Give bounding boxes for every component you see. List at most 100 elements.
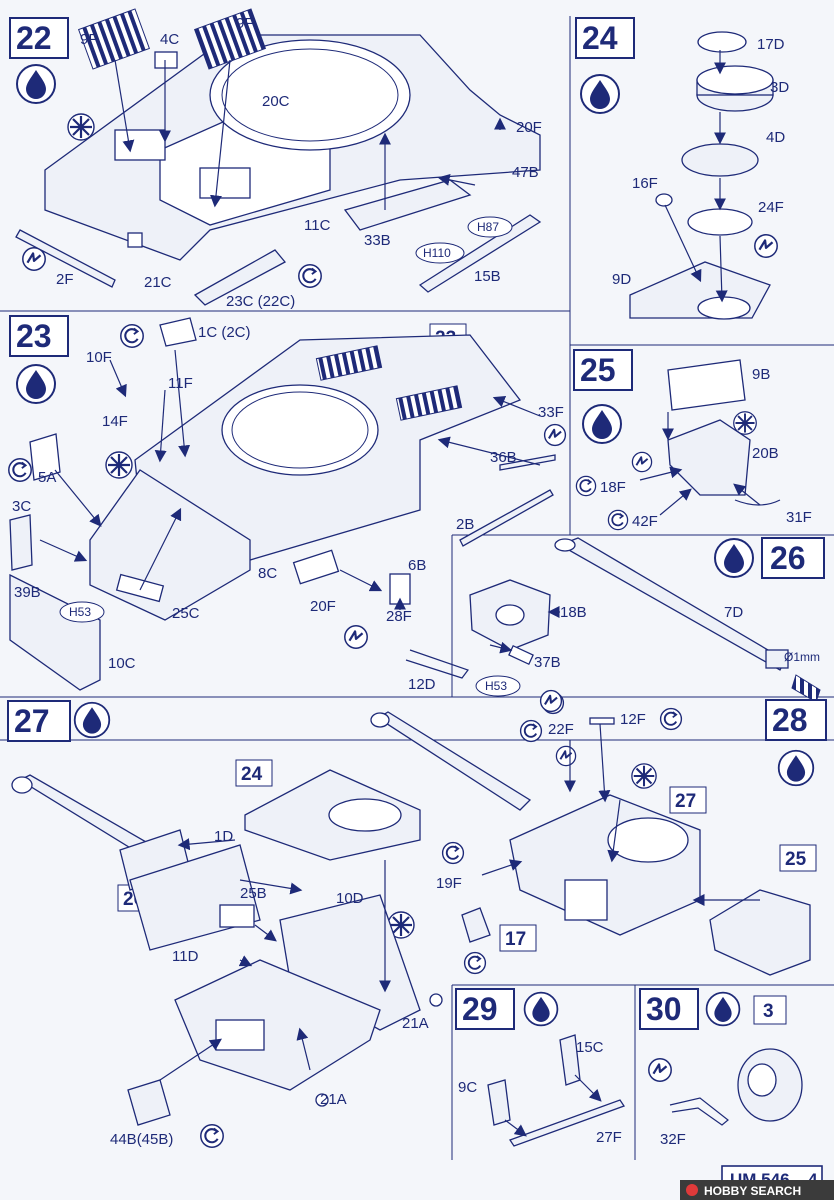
- rotate-arrow-icon: [519, 719, 543, 743]
- ref-step-25-box: [779, 844, 817, 872]
- label-7D: 7D: [724, 604, 743, 621]
- label-15B: 15B: [474, 268, 501, 285]
- part-4C: [154, 51, 178, 69]
- step-22-leaders: [114, 59, 506, 210]
- rotate-arrow-icon: [607, 509, 629, 531]
- ref-step-3: 3: [763, 1001, 774, 1022]
- holepunch-H53-badge: [475, 675, 521, 697]
- cement-drop-icon: [777, 749, 815, 787]
- part-18B-mantlet: [495, 604, 525, 626]
- step-26: 26 7D Ø1mm 18B 37B 12D H53: [405, 537, 825, 715]
- holepunch-H87-badge: [467, 216, 513, 238]
- label-8C: 8C: [258, 565, 277, 582]
- glue-zigzag-icon: [539, 689, 563, 713]
- part-27F: [509, 1099, 625, 1147]
- label-20C: 20C: [262, 93, 290, 110]
- label-11D: 11D: [172, 948, 199, 965]
- ref-step-25: 25: [785, 849, 807, 870]
- rotate-arrow-icon: [659, 707, 683, 731]
- ref-step-17: 17: [505, 929, 526, 950]
- part-9D-hole: [697, 296, 751, 320]
- part-2B: [459, 489, 554, 547]
- asterisk-icon: [104, 450, 134, 480]
- label-42F: 42F: [632, 513, 658, 530]
- glue-zigzag-icon: [543, 423, 567, 447]
- step-22-number: 22: [16, 20, 52, 56]
- part-4D: [681, 143, 759, 177]
- label-32F: 32F: [660, 1131, 686, 1148]
- label-4C: 4C: [160, 31, 179, 48]
- label-H53: H53: [69, 605, 91, 619]
- commander-cupola: [607, 817, 689, 863]
- part-11C: [343, 179, 472, 231]
- ref-step-27-box: [669, 786, 707, 814]
- label-10D: 10D: [336, 890, 364, 907]
- turret-side-hatch: [564, 879, 608, 921]
- step-28: 28 27 25 17 22F 12F 19F: [370, 689, 827, 976]
- step-27: 27 24 26 1D 25B 10: [7, 700, 443, 1149]
- part-25B: [219, 904, 255, 928]
- cement-drop-icon: [73, 701, 111, 739]
- part-15B: [418, 214, 542, 293]
- cement-drop-icon: [16, 64, 56, 104]
- label-28F: 28F: [386, 608, 412, 625]
- glue-zigzag-icon: [753, 233, 779, 259]
- part-32F: [669, 1097, 729, 1126]
- step-23: 23 23: [7, 315, 567, 691]
- step-28-badge: [765, 699, 827, 741]
- label-22F: 22F: [548, 721, 574, 738]
- part-17D: [697, 31, 747, 53]
- asterisk-icon: [66, 112, 96, 142]
- label-15C: 15C: [576, 1039, 604, 1056]
- label-9D: 9D: [612, 271, 631, 288]
- ref-step-3-box: [753, 995, 787, 1025]
- label-drill-size: Ø1mm: [784, 650, 820, 664]
- cement-drop-icon: [16, 364, 56, 404]
- rotate-arrow-icon: [297, 263, 323, 289]
- step-28-number: 28: [772, 702, 808, 738]
- label-25B: 25B: [240, 885, 267, 902]
- rotate-arrow-icon: [441, 841, 465, 865]
- step-24: 24 17D 3D 4D 16F 24F 9D: [575, 17, 789, 320]
- label-6B: 6B: [408, 557, 426, 574]
- watermark-logo-icon: [686, 1184, 698, 1196]
- turret-ring-part: [209, 39, 411, 151]
- step-23-badge: [9, 315, 69, 357]
- watermark-text: HOBBY SEARCH: [704, 1184, 801, 1198]
- glue-zigzag-icon: [343, 624, 369, 650]
- step-29-leaders: [504, 1074, 602, 1137]
- label-H110: H110: [423, 246, 451, 260]
- part-25C: [115, 573, 165, 603]
- label-31F: 31F: [786, 509, 812, 526]
- step-29-badge: [455, 988, 515, 1030]
- label-3C: 3C: [12, 498, 31, 515]
- turret-bin-assembly: [709, 889, 811, 976]
- step-25: 25 9B 20B 18F 42F 31F: [573, 349, 812, 531]
- part-8C: [292, 549, 340, 585]
- step-25-badge: [573, 349, 633, 391]
- step-27-leaders: [159, 838, 391, 1081]
- label-24F: 24F: [758, 199, 784, 216]
- cement-drop-icon: [705, 991, 741, 1027]
- step-30: 30 3 32F: [639, 988, 803, 1148]
- asterisk-icon: [630, 762, 658, 790]
- holepunch-H110-badge: [415, 242, 465, 264]
- step-29-number: 29: [462, 991, 498, 1027]
- step-28-leaders: [481, 723, 760, 906]
- part-2F: [15, 229, 116, 288]
- part-20B: [667, 419, 751, 496]
- engine-grille-left: [315, 345, 383, 381]
- label-27F: 27F: [596, 1129, 622, 1146]
- step-24-badge: [575, 17, 635, 59]
- part-37B: [508, 644, 534, 666]
- cement-drop-icon: [582, 404, 622, 444]
- label-9B: 9B: [752, 366, 770, 383]
- glue-zigzag-icon: [647, 1057, 673, 1083]
- glue-zigzag-icon: [631, 451, 653, 473]
- cement-drop-icon: [580, 74, 620, 114]
- label-21A-right: 21A: [402, 1015, 429, 1032]
- step-27-badge: [7, 700, 71, 742]
- label-11C: 11C: [304, 217, 331, 234]
- part-12F: [589, 717, 615, 725]
- part-9C: [487, 1079, 511, 1126]
